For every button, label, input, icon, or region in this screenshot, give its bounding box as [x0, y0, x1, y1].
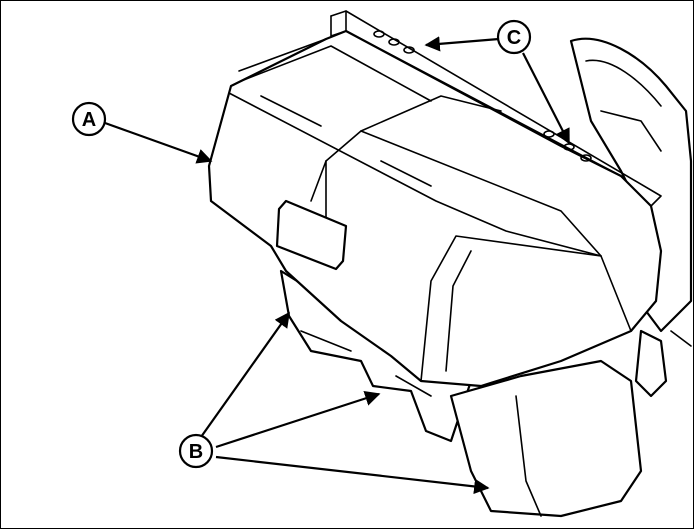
- leader-b-3: [215, 455, 490, 495]
- callout-b-label: B: [189, 441, 203, 463]
- callout-b: B: [178, 433, 214, 469]
- leader-c-2: [522, 52, 570, 145]
- leader-lines: [104, 36, 570, 495]
- leader-c-1: [424, 36, 500, 52]
- callout-c: C: [496, 19, 532, 55]
- hopper-housing: [207, 10, 663, 388]
- callout-a: A: [71, 101, 107, 137]
- leader-a: [104, 121, 213, 164]
- callout-a-label: A: [82, 109, 96, 131]
- callout-a-circle: [71, 101, 107, 137]
- leader-b-2: [215, 390, 381, 449]
- callout-b-circle: [178, 433, 214, 469]
- bag-sections: [279, 269, 643, 518]
- leader-b-1: [200, 311, 290, 438]
- mounting-holes: [373, 30, 592, 162]
- callout-c-circle: [496, 19, 532, 55]
- callout-c-label: C: [507, 27, 521, 49]
